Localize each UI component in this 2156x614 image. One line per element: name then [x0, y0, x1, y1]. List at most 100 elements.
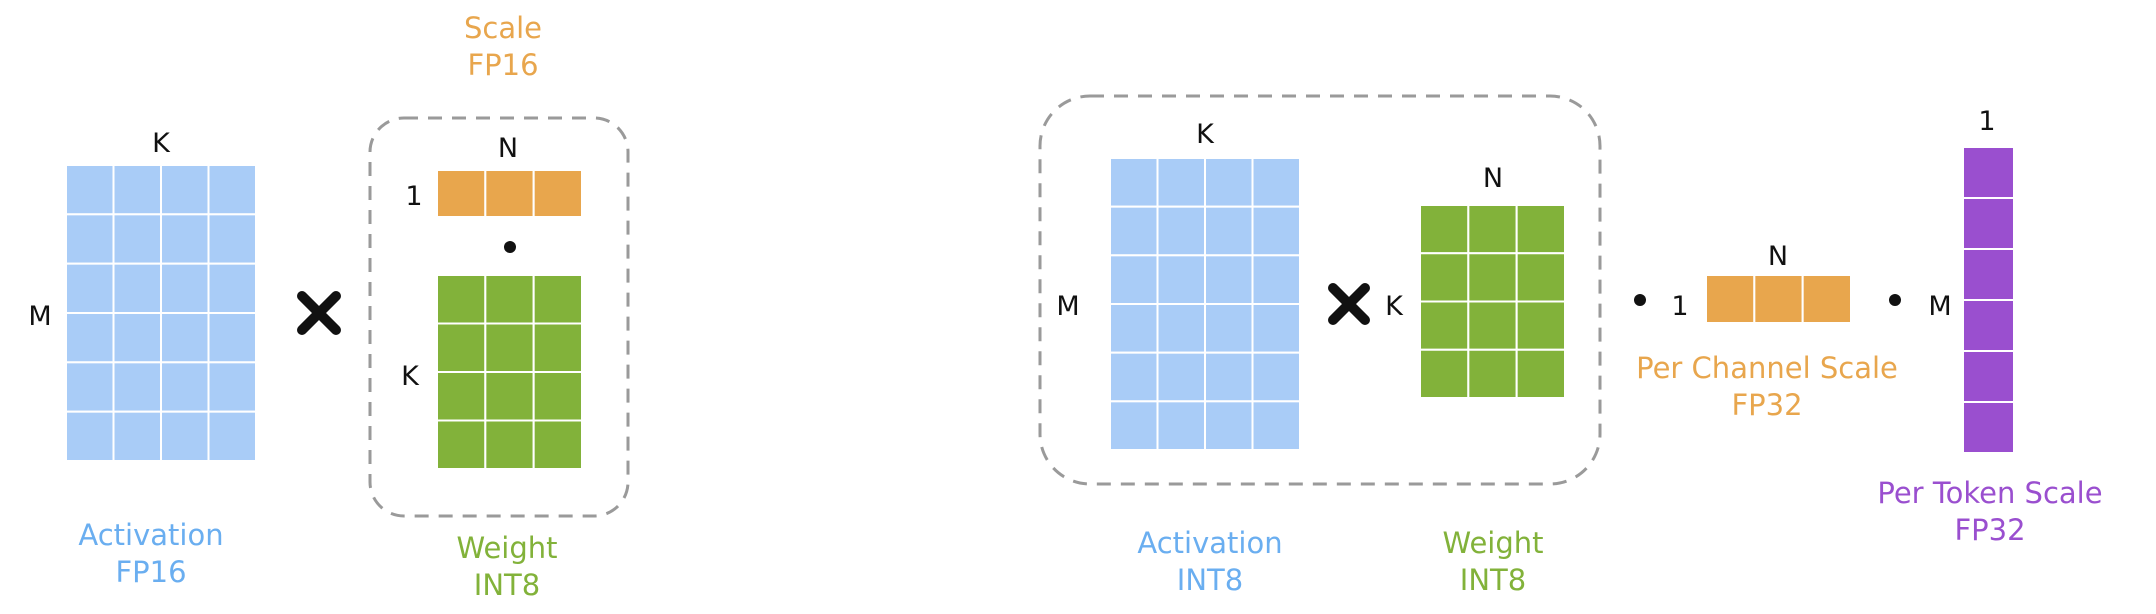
left-activation-matrix-cell	[112, 213, 162, 265]
left-weight-matrix-cell	[532, 371, 584, 422]
right-weight-matrix-cell	[1419, 204, 1470, 255]
left-weight-matrix-cell	[436, 371, 487, 422]
right-activation-k-label: K	[1196, 119, 1215, 150]
left-activation-matrix-cell	[65, 262, 115, 314]
left-activation-matrix-cell	[65, 164, 115, 216]
left-weight-matrix-cell	[532, 419, 584, 470]
left-scale-vector	[436, 169, 584, 218]
right-activation-matrix-cell	[1109, 351, 1159, 403]
left-activation-matrix-cell	[207, 262, 257, 314]
right-activation-matrix-cell	[1109, 254, 1159, 305]
right-activation-matrix-cell	[1156, 400, 1206, 452]
right-channel-scale-1-label: 1	[1671, 291, 1688, 322]
right-token-scale-m-label: M	[1928, 291, 1951, 322]
right-channel-scale-vector-cell	[1705, 274, 1756, 324]
left-activation-matrix-cell	[207, 312, 257, 364]
right-token-scale-vector-cell	[1962, 401, 2015, 454]
right-token-scale-vector-cell	[1962, 146, 2015, 199]
right-weight-matrix-cell	[1467, 204, 1518, 255]
left-activation-matrix-cell	[160, 410, 210, 462]
left-weight-k-label: K	[401, 361, 420, 392]
cross-multiply-icon	[297, 291, 341, 335]
right-diagram: K M Activation INT8 K N Weight INT8 1 N …	[1038, 94, 2103, 597]
left-activation-matrix-cell	[65, 410, 115, 462]
dot-operator-icon	[1634, 294, 1646, 306]
left-activation-matrix-cell	[112, 410, 162, 462]
right-activation-caption: Activation	[1137, 526, 1282, 560]
right-activation-matrix-cell	[1251, 254, 1301, 305]
left-weight-matrix-cell	[484, 371, 535, 422]
right-channel-scale-vector-cell	[1801, 274, 1852, 324]
left-weight-dtype: INT8	[474, 568, 540, 602]
left-weight-matrix-cell	[532, 322, 584, 373]
right-channel-scale-vector-cell	[1753, 274, 1804, 324]
right-activation-matrix-cell	[1156, 351, 1206, 403]
right-token-scale-1-label: 1	[1978, 106, 1995, 137]
left-weight-matrix-cell	[484, 322, 535, 373]
right-activation-matrix-cell	[1204, 303, 1254, 354]
right-token-scale-caption: Per Token Scale	[1877, 476, 2102, 510]
right-channel-scale-caption: Per Channel Scale	[1636, 351, 1898, 385]
right-activation-matrix-cell	[1251, 400, 1301, 452]
left-activation-matrix-cell	[112, 312, 162, 364]
right-weight-matrix-cell	[1419, 300, 1470, 351]
right-activation-matrix-cell	[1251, 303, 1301, 354]
left-activation-matrix-cell	[112, 361, 162, 413]
left-activation-matrix-cell	[207, 164, 257, 216]
right-weight-matrix-cell	[1467, 348, 1518, 399]
left-activation-dtype: FP16	[115, 555, 186, 589]
right-activation-matrix-cell	[1204, 205, 1254, 257]
right-weight-caption: Weight	[1442, 526, 1543, 560]
left-activation-matrix	[65, 164, 257, 462]
left-activation-matrix-cell	[65, 361, 115, 413]
left-activation-caption: Activation	[78, 518, 223, 552]
right-token-scale-vector	[1962, 146, 2015, 454]
right-weight-matrix-cell	[1515, 300, 1566, 351]
left-weight-matrix-cell	[484, 274, 535, 325]
dot-operator-icon	[504, 241, 516, 253]
right-activation-matrix-cell	[1156, 157, 1206, 208]
right-activation-matrix-cell	[1109, 205, 1159, 257]
right-activation-matrix-cell	[1204, 400, 1254, 452]
left-scale-vector-cell	[532, 169, 584, 218]
left-scale-1-label: 1	[405, 181, 422, 212]
left-scale-caption: Scale	[464, 11, 542, 45]
left-activation-matrix-cell	[207, 410, 257, 462]
left-activation-matrix-cell	[112, 164, 162, 216]
right-token-scale-vector-cell	[1962, 299, 2015, 352]
int8-gemm-group-box	[1038, 94, 1602, 486]
left-scale-n-label: N	[498, 133, 518, 164]
right-token-scale-vector-cell	[1962, 197, 2015, 250]
left-activation-matrix-cell	[160, 213, 210, 265]
right-activation-matrix-cell	[1109, 303, 1159, 354]
right-channel-scale-n-label: N	[1768, 241, 1788, 272]
left-activation-matrix-cell	[112, 262, 162, 314]
right-activation-matrix-cell	[1251, 157, 1301, 208]
right-activation-matrix-cell	[1204, 254, 1254, 305]
right-activation-matrix	[1109, 157, 1301, 452]
right-activation-matrix-cell	[1251, 351, 1301, 403]
right-weight-matrix-cell	[1419, 252, 1470, 303]
right-activation-matrix-cell	[1156, 205, 1206, 257]
right-weight-matrix-cell	[1467, 300, 1518, 351]
right-weight-dtype: INT8	[1460, 563, 1526, 597]
weight-dequant-group-box	[368, 116, 630, 518]
left-activation-matrix-cell	[160, 312, 210, 364]
right-activation-matrix-cell	[1156, 303, 1206, 354]
right-weight-matrix-cell	[1515, 204, 1566, 255]
left-weight-matrix-cell	[532, 274, 584, 325]
cross-multiply-icon	[1328, 283, 1370, 325]
left-activation-matrix-cell	[160, 262, 210, 314]
right-weight-matrix-cell	[1515, 348, 1566, 399]
right-weight-matrix-cell	[1419, 348, 1470, 399]
right-activation-matrix-cell	[1109, 157, 1159, 208]
left-weight-matrix-cell	[436, 322, 487, 373]
right-activation-matrix-cell	[1204, 351, 1254, 403]
right-weight-n-label: N	[1483, 163, 1503, 194]
right-weight-matrix-cell	[1467, 252, 1518, 303]
dot-operator-icon	[1889, 294, 1901, 306]
right-activation-matrix-cell	[1251, 205, 1301, 257]
right-weight-matrix-cell	[1515, 252, 1566, 303]
right-activation-matrix-cell	[1109, 400, 1159, 452]
